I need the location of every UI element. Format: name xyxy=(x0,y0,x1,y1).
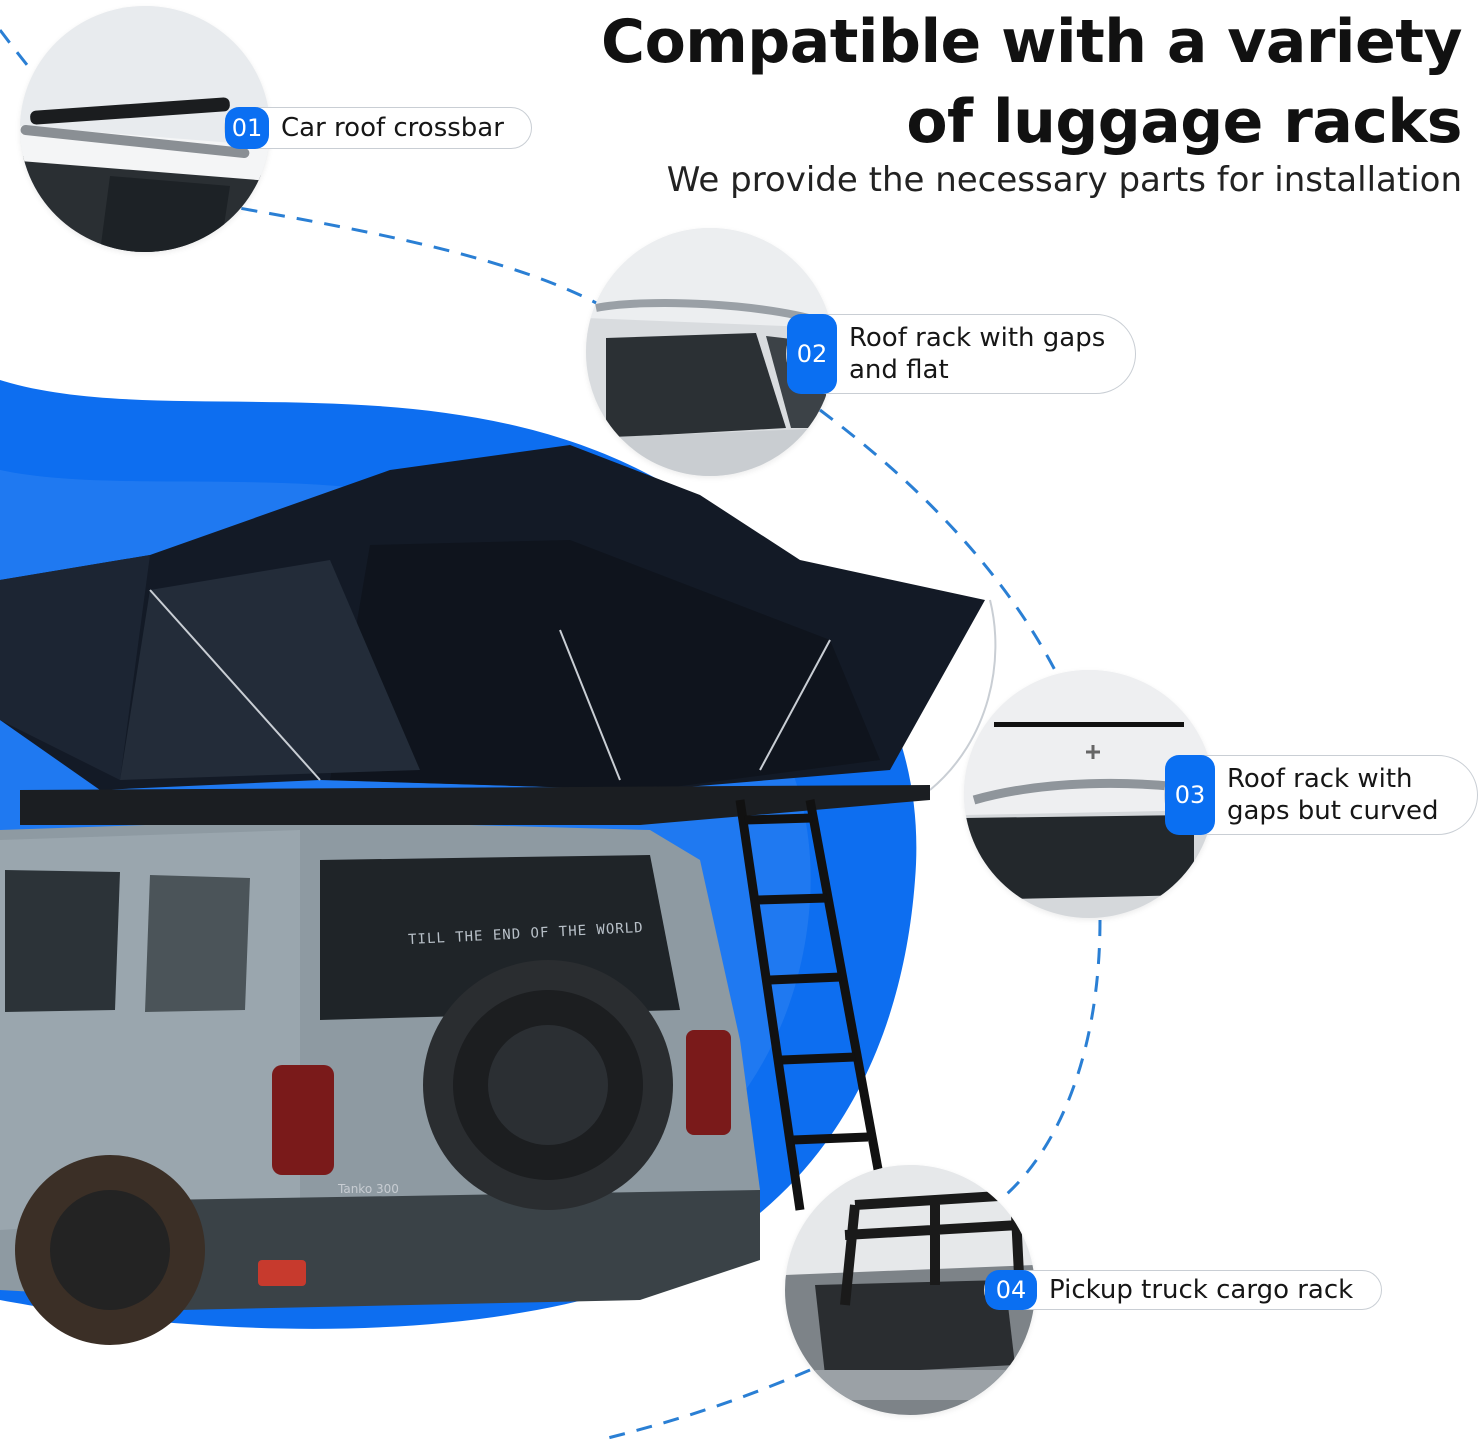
callout-01-label: Car roof crossbar xyxy=(281,113,504,143)
title-line-1: Compatible with a variety xyxy=(601,7,1462,77)
callout-03: 03 Roof rack with gaps but curved xyxy=(1164,755,1478,835)
callout-03-number: 03 xyxy=(1165,755,1215,835)
callout-01-number: 01 xyxy=(225,107,269,149)
callout-04: 04 Pickup truck cargo rack xyxy=(984,1270,1382,1310)
callout-02: 02 Roof rack with gaps and flat xyxy=(786,314,1136,394)
callout-03-label: Roof rack with gaps but curved xyxy=(1227,764,1439,826)
callout-02-label: Roof rack with gaps and flat xyxy=(849,323,1106,385)
rooftop-tent xyxy=(0,445,997,825)
vehicle-model-text: Tanko 300 xyxy=(338,1182,399,1196)
callout-04-label: Pickup truck cargo rack xyxy=(1049,1275,1354,1305)
page-subtitle: We provide the necessary parts for insta… xyxy=(666,160,1462,200)
callout-02-number: 02 xyxy=(787,314,837,394)
title-line-2: of luggage racks xyxy=(906,87,1462,157)
pickup-rack-photo xyxy=(785,1165,1035,1415)
suv-vehicle xyxy=(0,790,760,1345)
page-title: Compatible with a variety of luggage rac… xyxy=(601,2,1462,162)
callout-01: 01 Car roof crossbar xyxy=(224,107,532,149)
callout-04-number: 04 xyxy=(985,1270,1037,1310)
telescopic-ladder xyxy=(735,799,885,1211)
